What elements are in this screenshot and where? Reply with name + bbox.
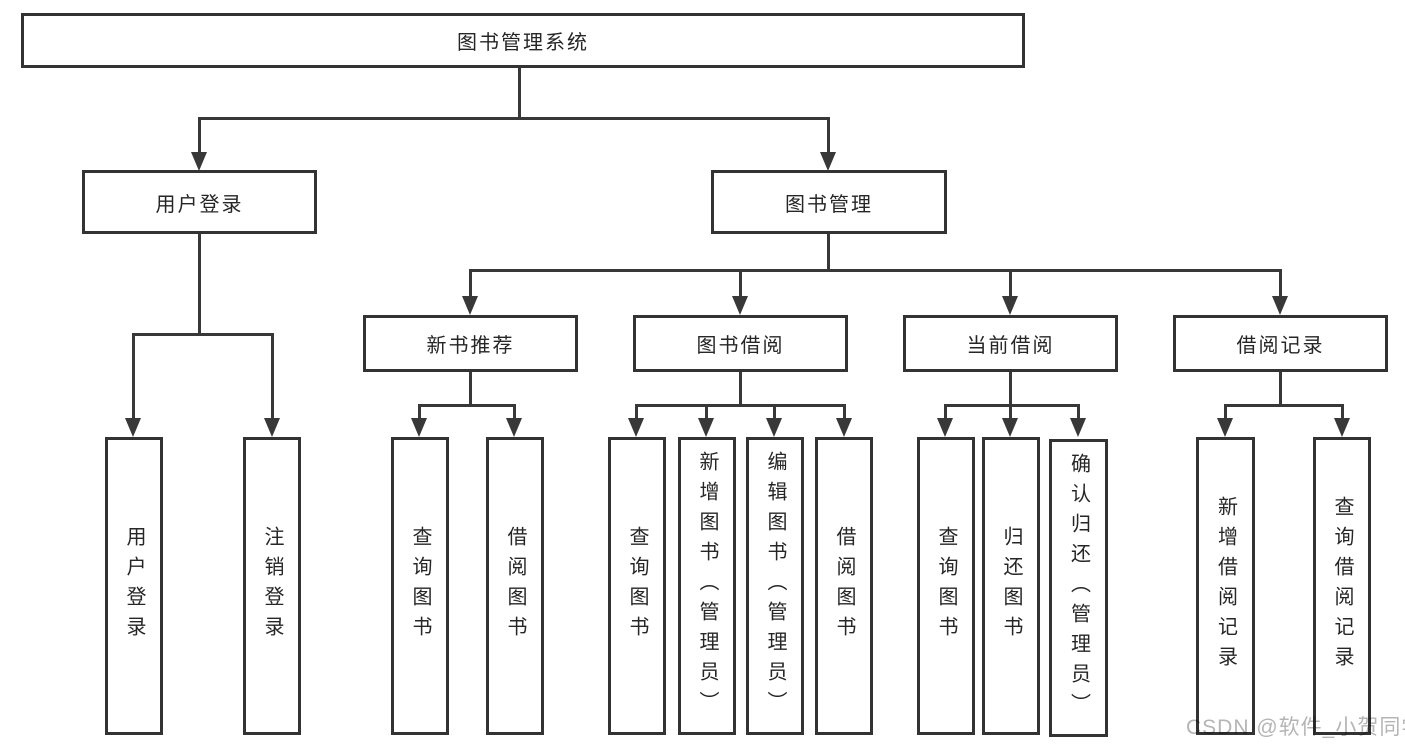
node-current-borrow: 当前借阅 [903, 315, 1118, 372]
connector-new-book-stem [469, 370, 472, 407]
connector-arrow-stem [843, 404, 846, 419]
connector-arrow-stem [1341, 404, 1344, 419]
arrow-down-icon [766, 418, 782, 437]
connector-arrow-stem [418, 404, 421, 419]
node-label: 当前借阅 [966, 335, 1055, 357]
connector-book-mgmt-stem [827, 232, 830, 272]
leaf-add-books-admin: 新增图书（管理员） [678, 437, 736, 735]
arrow-down-icon [506, 418, 522, 437]
arrow-down-icon [836, 418, 852, 437]
leaf-label: 编辑图书（管理员） [764, 451, 786, 721]
connector-level2-rail [198, 117, 830, 120]
arrow-down-icon [191, 152, 207, 171]
connector-arrow-stem [469, 269, 472, 297]
node-label: 图书借阅 [696, 335, 785, 357]
connector-arrow-stem [1009, 269, 1012, 297]
connector-user-login-rail [132, 333, 274, 336]
node-label: 借阅记录 [1236, 335, 1325, 357]
node-new-book-recommend: 新书推荐 [363, 315, 578, 372]
leaf-label: 新增图书（管理员） [696, 451, 718, 721]
node-label: 图书管理 [785, 193, 873, 216]
node-label: 用户登录 [155, 193, 244, 216]
leaf-borrow-books-recommend: 借阅图书 [486, 437, 544, 735]
arrow-down-icon [1217, 418, 1233, 437]
leaf-label: 注销登录 [261, 526, 283, 646]
leaf-query-borrow-record: 查询借阅记录 [1313, 437, 1371, 735]
connector-arrow-stem [705, 404, 708, 419]
leaf-return-books: 归还图书 [982, 437, 1040, 735]
connector-arrow-stem [1279, 269, 1282, 297]
node-user-login: 用户登录 [82, 170, 317, 234]
connector-arrow-stem [635, 404, 638, 419]
connector-borrow-rail [635, 404, 846, 407]
connector-arrow-stem [132, 333, 135, 421]
leaf-query-books-recommend: 查询图书 [391, 437, 449, 735]
connector-root-stem [518, 66, 521, 120]
connector-records-stem [1279, 370, 1282, 407]
arrow-down-icon [264, 418, 280, 437]
leaf-query-books-borrow: 查询图书 [608, 437, 666, 735]
arrow-down-icon [1070, 418, 1086, 437]
arrow-down-icon [1002, 418, 1018, 437]
leaf-user-login: 用户登录 [105, 437, 163, 735]
leaf-label: 确认归还（管理员） [1067, 453, 1090, 723]
leaf-add-borrow-record: 新增借阅记录 [1196, 437, 1255, 735]
arrow-down-icon [698, 418, 714, 437]
arrow-down-icon [820, 152, 836, 171]
node-library-system: 图书管理系统 [21, 13, 1025, 68]
leaf-label: 借阅图书 [504, 526, 526, 646]
arrow-down-icon [628, 418, 644, 437]
leaf-label: 查询图书 [409, 526, 431, 646]
arrow-down-icon [1334, 418, 1350, 437]
node-label: 图书管理系统 [457, 32, 589, 54]
connector-arrow-stem [1224, 404, 1227, 419]
connector-records-rail [1224, 404, 1344, 407]
connector-arrow-stem [773, 404, 776, 419]
leaf-label: 用户登录 [123, 526, 145, 646]
leaf-label: 归还图书 [1000, 526, 1022, 646]
connector-arrow-stem [271, 333, 274, 421]
leaf-label: 查询借阅记录 [1331, 496, 1353, 676]
leaf-logout: 注销登录 [243, 437, 301, 735]
arrow-down-icon [1002, 296, 1018, 315]
arrow-down-icon [411, 418, 427, 437]
connector-current-stem [1009, 370, 1012, 407]
arrow-down-icon [937, 418, 953, 437]
connector-current-rail [944, 404, 1080, 407]
leaf-label: 查询图书 [935, 526, 957, 646]
leaf-borrow-books: 借阅图书 [815, 437, 873, 735]
connector-new-book-rail [418, 404, 516, 407]
leaf-edit-books-admin: 编辑图书（管理员） [746, 437, 804, 735]
node-book-management: 图书管理 [711, 170, 947, 234]
arrow-down-icon [1272, 296, 1288, 315]
leaf-label: 查询图书 [626, 526, 648, 646]
arrow-down-icon [125, 418, 141, 437]
connector-arrow-stem [739, 269, 742, 297]
connector-arrow-stem [1077, 404, 1080, 419]
node-book-borrow: 图书借阅 [633, 315, 848, 372]
arrow-down-icon [732, 296, 748, 315]
arrow-down-icon [462, 296, 478, 315]
connector-arrow-stem [1009, 404, 1012, 419]
leaf-label: 借阅图书 [833, 526, 855, 646]
node-label: 新书推荐 [426, 335, 515, 357]
connector-borrow-stem [739, 370, 742, 407]
connector-arrow-stem [827, 117, 830, 154]
leaf-confirm-return-admin: 确认归还（管理员） [1049, 439, 1108, 737]
node-borrow-records: 借阅记录 [1173, 315, 1388, 372]
connector-level3-rail [469, 269, 1282, 272]
csdn-watermark: CSDN @软件_小贺同学 [1186, 716, 1405, 739]
connector-arrow-stem [944, 404, 947, 419]
connector-user-login-stem [198, 232, 201, 336]
connector-arrow-stem [198, 117, 201, 154]
leaf-label: 新增借阅记录 [1214, 496, 1237, 676]
leaf-query-books-current: 查询图书 [917, 437, 975, 735]
connector-arrow-stem [513, 404, 516, 419]
